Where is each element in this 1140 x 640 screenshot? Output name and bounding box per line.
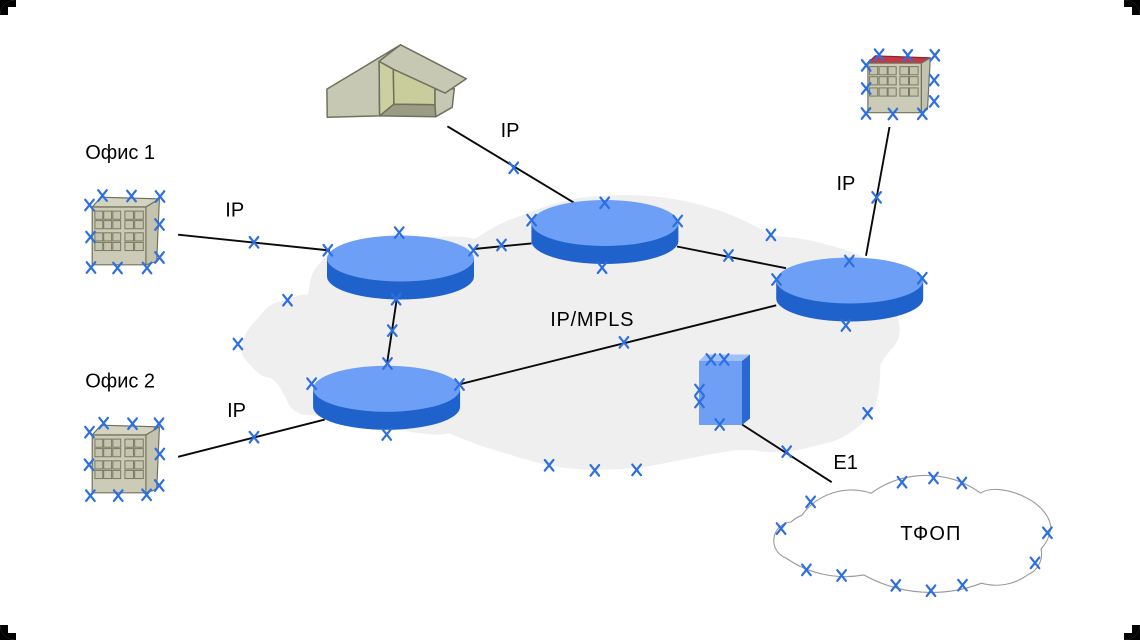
svg-text:Офис 1: Офис 1: [85, 142, 155, 164]
svg-text:IP: IP: [227, 400, 246, 422]
svg-text:E1: E1: [833, 452, 857, 474]
svg-text:Офис 2: Офис 2: [85, 371, 155, 393]
svg-text:IP: IP: [837, 173, 856, 195]
svg-text:IP: IP: [225, 199, 244, 221]
svg-text:IP/MPLS: IP/MPLS: [550, 309, 634, 331]
svg-text:ТФОП: ТФОП: [900, 523, 961, 545]
svg-text:IP: IP: [501, 120, 520, 142]
